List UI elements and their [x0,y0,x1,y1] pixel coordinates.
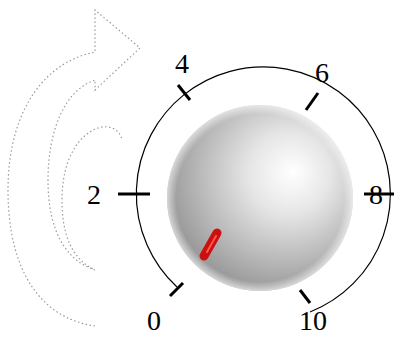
dial-number: 8 [369,181,383,209]
knob-sphere [167,105,353,291]
dial-number: 10 [299,307,327,335]
knob-pointer [204,233,217,256]
dial-number: 0 [147,307,161,335]
scale-arc [136,67,390,312]
scale-ticks [118,85,394,303]
dial-number: 4 [175,50,189,78]
rotation-arrow [8,10,140,326]
dial-number: 2 [87,181,101,209]
dial-number: 6 [315,59,329,87]
